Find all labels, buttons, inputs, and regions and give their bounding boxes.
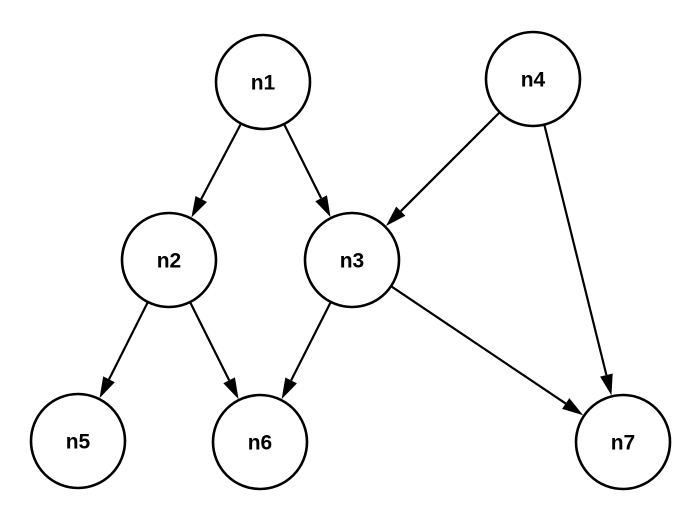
node-label-n7: n7 [611,432,636,455]
node-circle-n5 [29,392,127,490]
node-circle-n4 [484,30,582,128]
edge-n1-n2 [200,123,243,200]
arrowhead-icon [562,398,584,416]
arrowhead-icon [99,376,115,399]
edge-n3-n6 [290,301,332,381]
graph-node-n1: n1 [214,33,312,131]
arrowhead-icon [385,206,406,227]
edge-n3-n7 [390,285,567,405]
arrowhead-icon [281,377,297,400]
graph-node-n2: n2 [120,211,218,309]
arrowhead-icon [600,373,613,396]
node-circle-n1 [214,33,312,131]
node-label-n1: n1 [251,72,276,95]
edge-n4-n7 [543,124,608,376]
node-circle-n3 [303,211,401,309]
node-circle-n6 [211,393,309,491]
graph-node-n7: n7 [574,393,672,491]
node-circle-n7 [574,393,672,491]
graph-node-n6: n6 [211,393,309,491]
arrowhead-icon [191,195,207,218]
edge-n1-n3 [283,123,323,199]
node-label-n6: n6 [248,432,273,455]
graph-node-n5: n5 [29,392,127,490]
node-circle-n2 [120,211,218,309]
edge-n4-n3 [400,111,501,212]
graph-node-n3: n3 [303,211,401,309]
nodes-layer: n1 n2 n3 n4 n5 n6 n7 [29,30,672,491]
arrowhead-icon [315,195,331,218]
edge-n2-n5 [108,301,149,380]
node-label-n3: n3 [340,250,365,273]
arrowhead-icon [223,377,239,400]
node-label-n5: n5 [66,431,91,454]
node-label-n4: n4 [521,69,546,92]
edge-n2-n6 [189,301,231,381]
node-label-n2: n2 [157,250,182,273]
edges-layer [99,111,613,416]
graph-node-n4: n4 [484,30,582,128]
